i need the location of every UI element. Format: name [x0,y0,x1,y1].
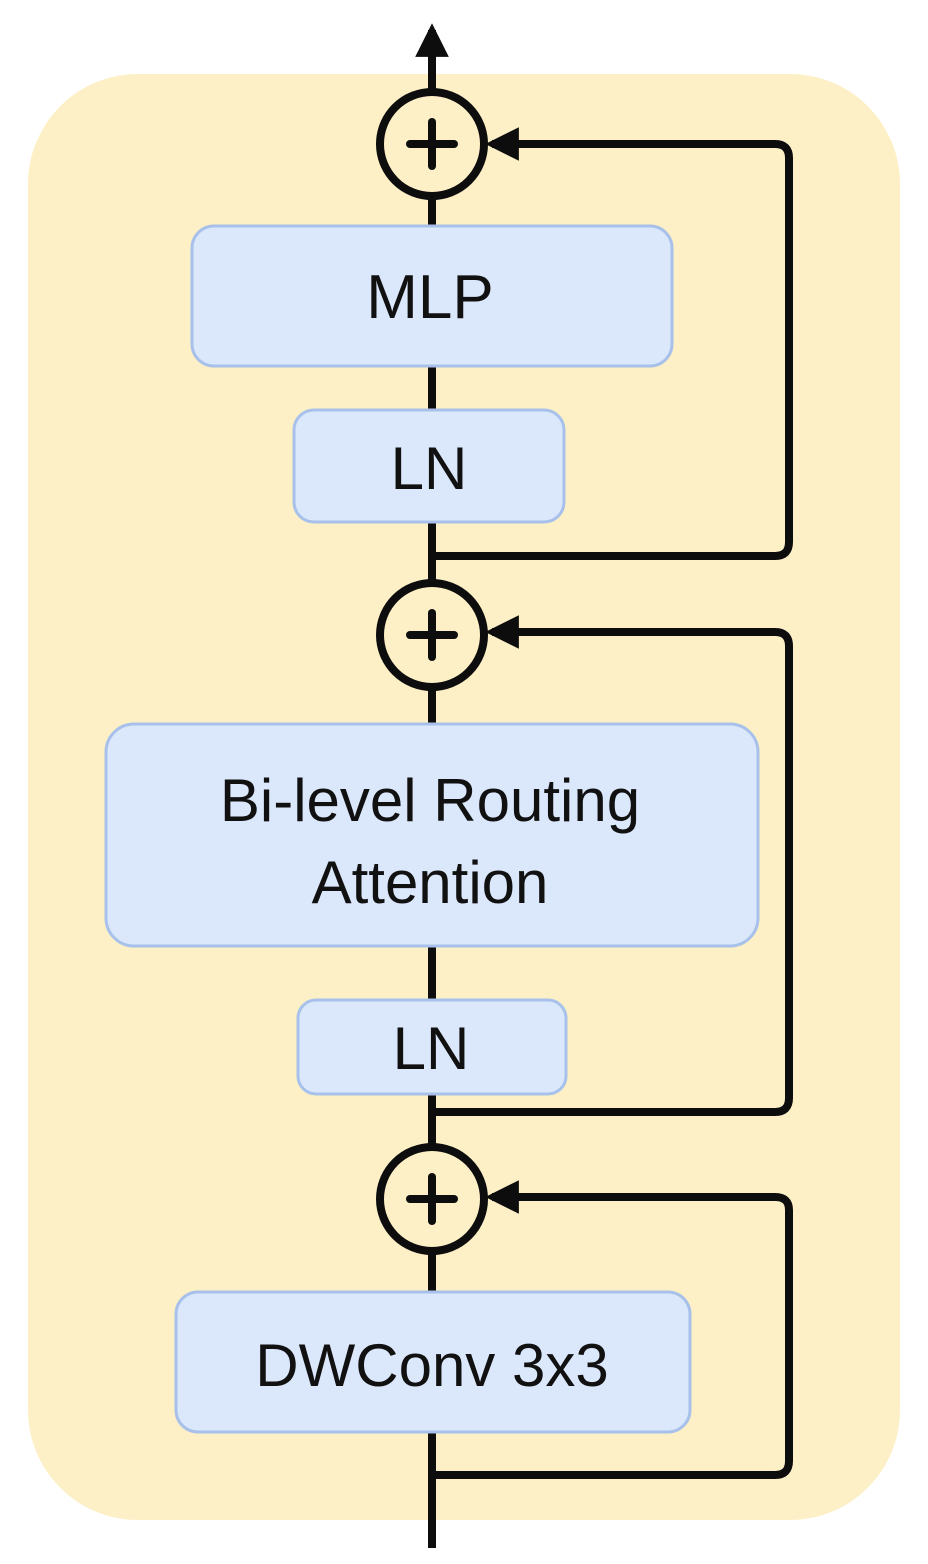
mlp-block: MLP [190,224,674,368]
add-node-top [376,88,488,200]
ln-bottom-label: LN [393,1015,470,1082]
attention-label-line1: Bi-level Routing [220,767,640,834]
plus-icon [406,609,458,661]
plus-icon [406,1173,458,1225]
mlp-label: MLP [366,263,493,332]
ln-top-label: LN [391,435,468,502]
residual-path-top [432,127,793,560]
ln-block-top: LN [292,408,566,524]
plus-icon [406,118,458,170]
add-node-middle [376,579,488,691]
dwconv-label: DWConv 3x3 [255,1332,608,1399]
attention-label-line2: Attention [312,849,549,916]
add-node-bottom [376,1143,488,1255]
attention-block: Bi-level Routing Attention [104,722,760,948]
residual-connections [432,127,793,1479]
residual-path-middle [432,615,793,1116]
dwconv-block: DWConv 3x3 [174,1290,692,1434]
ln-block-bottom: LN [296,998,568,1096]
residual-path-bottom [432,1180,793,1479]
